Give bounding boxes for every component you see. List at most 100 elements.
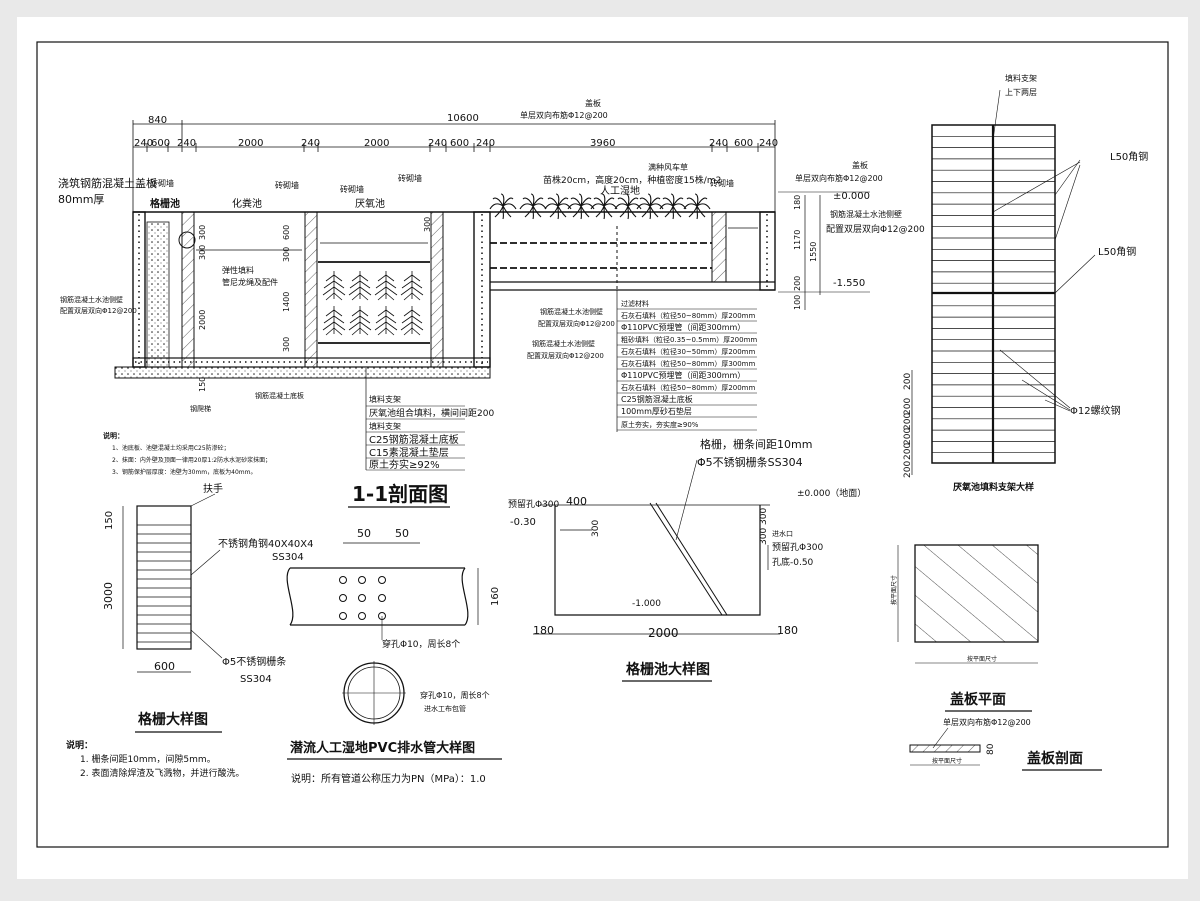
pvc-wrap-note: 进水工布包管 — [424, 704, 466, 713]
brick-wall-label-1: 砖砌墙 — [150, 178, 174, 188]
grille-tank-detail: 格栅，栅条间距10mm Φ5不锈钢栅条SS304 预留孔Φ300 -0.30 4… — [508, 437, 866, 682]
frame-rod: Φ12螺纹钢 — [1070, 404, 1121, 417]
layer-note: 石灰石填料（粒径50~80mm）厚200mm — [621, 383, 755, 392]
layer-note: 填料支架 — [369, 394, 401, 404]
layer-note: 石灰石填料（粒径30~50mm）厚200mm — [621, 347, 755, 356]
grille-note: 1. 栅条间距10mm，间隙5mm。 — [80, 753, 216, 765]
dim-label: 300 — [198, 225, 207, 240]
pvc-note: 说明：所有管道公称压力为PN（MPa）：1.0 — [291, 772, 486, 785]
mid-note: 钢筋混凝土水池侧壁 — [540, 307, 603, 316]
ladder-label: 钢爬梯 — [190, 404, 211, 413]
plant-name: 人工湿地 — [600, 184, 640, 197]
mid-note: 配置双层双向Φ12@200 — [527, 351, 604, 360]
pvc-dim-b: 50 — [395, 527, 409, 540]
paper-border — [36, 41, 1169, 848]
grille-bar: Φ5不锈钢栅条 — [222, 655, 286, 668]
frame-angle-1: L50角钢 — [1110, 150, 1148, 163]
grille-detail: 150 3000 600 扶手 不锈钢角钢40X40X4 SS304 Φ5不锈钢… — [66, 482, 314, 779]
brick-wall-label-4: 砖砌墙 — [398, 173, 422, 183]
grille-note: 2. 表面清除焊渣及飞溅物，并进行酸洗。 — [80, 767, 244, 779]
frame-top-note: 填料支架 — [1005, 73, 1037, 83]
layer-note: 过滤材料 — [621, 299, 649, 308]
cover-sec-rebar: 单层双向布筋Φ12@200 — [943, 717, 1031, 727]
dim-label: 300 — [282, 247, 291, 262]
tank-dim-400: 400 — [566, 495, 587, 508]
layer-note: Φ110PVC预埋管（间距300mm） — [621, 322, 745, 332]
tank-elev-right: 孔底-0.50 — [772, 556, 814, 568]
cover-section-title: 盖板剖面 — [1027, 750, 1083, 767]
brick-wall-label-5: 砖砌墙 — [710, 178, 734, 188]
dim-label: 600 — [450, 138, 469, 149]
dim-label: 200 — [903, 398, 913, 415]
dim-label: 240 — [428, 138, 447, 149]
rebar-mid-label: 单层双向布筋Φ12@200 — [520, 110, 608, 120]
section-1-1: 840 10600 240 600 240 2000 240 2000 240 … — [58, 98, 925, 508]
brick-wall-label-3: 砖砌墙 — [340, 184, 364, 194]
wall-left-2: 配置双层双向Φ12@200 — [60, 306, 137, 315]
tank-dim-l: 180 — [533, 624, 554, 637]
pvc-hole-note-2: 穿孔Φ10，周长8个 — [420, 690, 490, 700]
wall-left-1: 钢筋混凝土水池侧壁 — [60, 295, 123, 304]
cover-left-label: 浇筑钢筋混凝土盖板 — [58, 176, 157, 190]
tank-elev-left: -0.30 — [510, 517, 536, 528]
dim-label: 240 — [759, 138, 778, 149]
grille-angle: 不锈钢角钢40X40X4 — [218, 537, 314, 550]
layer-note: 原土夯实≥92% — [369, 458, 440, 471]
tank-dim-w: 2000 — [648, 626, 679, 640]
cover-right-label: 盖板 — [852, 160, 868, 170]
pvc-dim-h: 160 — [490, 587, 501, 606]
cover-section: 单层双向布筋Φ12@200 80 按平面尺寸 盖板剖面 — [909, 717, 1102, 771]
cover-plan-side: 按平面尺寸 — [890, 575, 898, 605]
label-septic: 化粪池 — [232, 197, 262, 210]
dim-label: 200 — [903, 373, 913, 390]
grille-dim-w: 600 — [154, 660, 175, 673]
tank-hole-left: 预留孔Φ300 — [508, 498, 560, 510]
grille-detail-title: 格栅大样图 — [138, 711, 208, 728]
label-anaerobic: 厌氧池 — [355, 197, 385, 210]
cover-mid-label: 盖板 — [585, 98, 601, 108]
frame-angle-2: L50角钢 — [1098, 245, 1136, 258]
grille-bar-mat: SS304 — [240, 674, 272, 685]
center-layer-notes: 填料支架 厌氧池组合填料，横间间距200 填料支架 C25钢筋混凝土底板 C15… — [365, 368, 494, 471]
layer-note: 100mm厚砂石垫层 — [621, 406, 692, 416]
anaerobic-frame-detail: 填料支架 上下两层 L50角钢 L50角钢 Φ12螺纹钢 200 200 200… — [903, 73, 1148, 493]
dim-label: 600 — [151, 138, 170, 149]
tank-hole-right: 预留孔Φ300 — [772, 541, 824, 553]
layer-note: 原土夯实，夯实度≥90% — [621, 420, 699, 429]
pipe-label: 管尼龙绳及配件 — [222, 277, 278, 287]
grille-notes-title: 说明： — [66, 739, 93, 751]
dim-label: 3960 — [590, 138, 615, 149]
dim-label: 240 — [301, 138, 320, 149]
tank-dim-300: 300 — [591, 520, 601, 537]
wall-right-2: 配置双层双向Φ12@200 — [826, 223, 925, 235]
dim-label: 600 — [734, 138, 753, 149]
dim-label: 300 — [282, 337, 291, 352]
dim-label: 300 — [198, 245, 207, 260]
tank-elev-top: ±0.000（地面） — [797, 487, 866, 499]
pvc-detail: 50 50 160 穿孔Φ10，周长8个 穿孔Φ10，周长8个 进水工布包管 潜… — [286, 527, 502, 785]
filler-label: 弹性填料 — [222, 265, 254, 275]
cover-sec-bot: 按平面尺寸 — [932, 757, 962, 765]
dim-label: 2000 — [364, 138, 389, 149]
dim-label: 150 — [198, 377, 207, 392]
tank-dim-r: 180 — [777, 624, 798, 637]
grille-dim-h: 3000 — [102, 582, 115, 610]
grille-angle-mat: SS304 — [272, 552, 304, 563]
cover-plan-bot: 按平面尺寸 — [967, 655, 997, 663]
plant-spec: 苗株20cm，高度20cm，种植密度15株/m2 — [543, 174, 721, 186]
frame-title: 厌氧池填料支架大样 — [953, 481, 1034, 493]
layer-note: C25钢筋混凝土底板 — [369, 433, 459, 446]
pvc-dim-a: 50 — [357, 527, 371, 540]
dim-label: 200 — [903, 461, 913, 478]
cover-plan-title: 盖板平面 — [950, 691, 1006, 708]
dim-label: 180 — [793, 195, 802, 210]
label-grille-chamber: 格栅池 — [150, 197, 180, 210]
dim-label: 2000 — [238, 138, 263, 149]
tank-dims-right: 300 300 — [759, 508, 769, 545]
dim-label: 1400 — [282, 292, 291, 312]
section-note: 1、池底板、池壁混凝土均采用C25防渗砼； — [112, 444, 230, 452]
layer-note: 填料支架 — [369, 421, 401, 431]
wall-right-1: 钢筋混凝土水池侧壁 — [830, 209, 902, 219]
layer-note: C15素混凝土垫层 — [369, 446, 449, 459]
